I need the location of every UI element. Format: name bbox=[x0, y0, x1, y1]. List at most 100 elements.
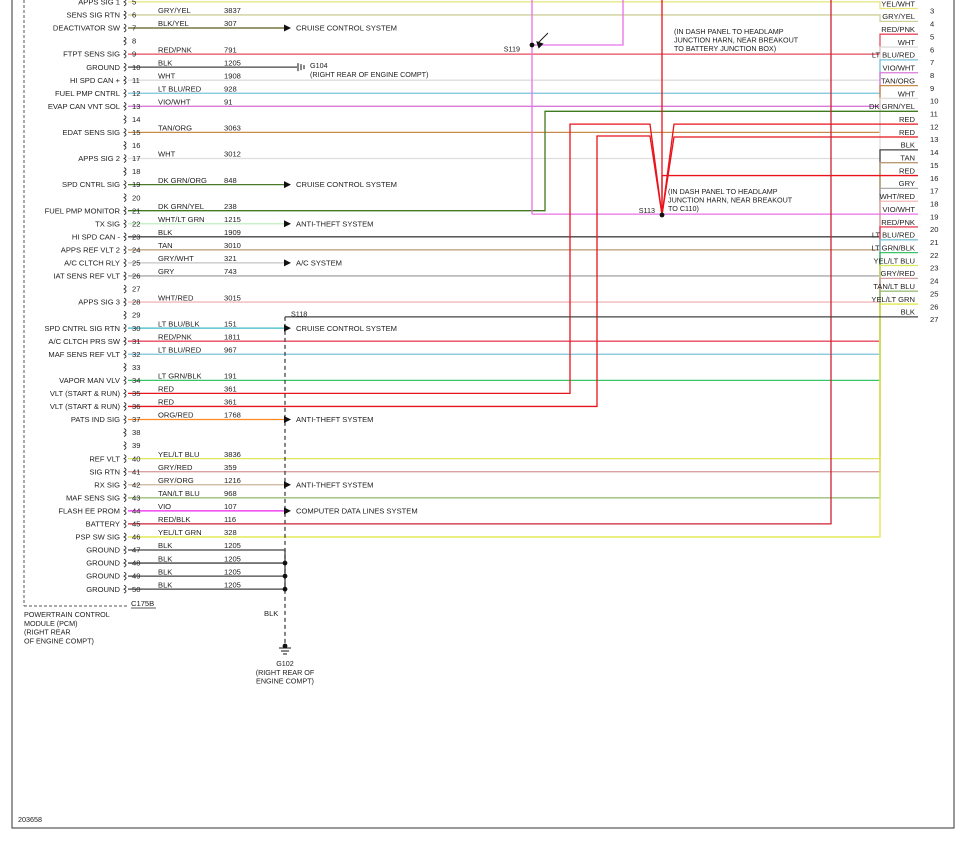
s119-note-line: (IN DASH PANEL TO HEADLAMP bbox=[674, 27, 784, 36]
circuit-number-label: 1205 bbox=[224, 58, 241, 67]
wire-color-label: BLK bbox=[158, 580, 172, 589]
connector-pin-bracket bbox=[122, 388, 127, 398]
circuit-number-label: 1205 bbox=[224, 554, 241, 563]
right-wire-color-label: WHT/RED bbox=[880, 192, 916, 201]
wire-terminal-13 bbox=[661, 136, 918, 216]
wire-color-label: LT BLU/BLK bbox=[158, 319, 200, 328]
pin-number: 35 bbox=[132, 389, 140, 398]
system-arrow-icon bbox=[284, 481, 291, 489]
pcm-name-line: POWERTRAIN CONTROL bbox=[24, 610, 110, 619]
system-arrow-icon bbox=[284, 181, 291, 189]
connector-pin-bracket bbox=[122, 310, 127, 320]
pin-number: 33 bbox=[132, 363, 140, 372]
right-terminal-number: 10 bbox=[930, 97, 938, 106]
right-terminal-number: 13 bbox=[930, 135, 938, 144]
circuit-function-label: BATTERY bbox=[86, 520, 120, 529]
connector-pin-bracket bbox=[122, 415, 127, 424]
wire-color-label: GRY bbox=[158, 267, 174, 276]
g104-label: G104 bbox=[310, 61, 328, 70]
pin-number: 11 bbox=[132, 76, 140, 85]
circuit-number-label: 1768 bbox=[224, 411, 241, 420]
circuit-function-label: HI SPD CAN + bbox=[70, 76, 121, 85]
circuit-function-label: RX SIG bbox=[94, 480, 120, 489]
ground-splice-dot bbox=[282, 560, 288, 566]
circuit-function-label: GROUND bbox=[86, 559, 120, 568]
right-terminal-number: 24 bbox=[930, 277, 938, 286]
right-terminal-number: 20 bbox=[930, 225, 938, 234]
pin-number: 15 bbox=[132, 128, 140, 137]
circuit-number-label: 91 bbox=[224, 98, 232, 107]
circuit-number-label: 1908 bbox=[224, 71, 241, 80]
s113-label: S113 bbox=[639, 206, 655, 215]
right-terminal-number: 12 bbox=[930, 122, 938, 131]
wire-color-label: RED bbox=[158, 398, 175, 407]
s119-splice-dot bbox=[529, 42, 535, 48]
pin-number: 16 bbox=[132, 141, 140, 150]
connector-pin-bracket bbox=[122, 349, 127, 359]
connector-pin-bracket bbox=[122, 193, 127, 203]
wire-color-label: LT BLU/RED bbox=[158, 84, 202, 93]
connector-pin-bracket bbox=[122, 62, 127, 72]
wire-color-label: RED/PNK bbox=[158, 332, 192, 341]
right-terminal-number: 18 bbox=[930, 199, 938, 208]
connector-pin-bracket bbox=[122, 519, 127, 529]
circuit-number-label: 191 bbox=[224, 372, 237, 381]
wire-color-label: TAN/LT BLU bbox=[158, 489, 200, 498]
s113-splice-dot bbox=[659, 212, 665, 218]
wire-color-label: WHT/LT GRN bbox=[158, 215, 205, 224]
right-wire-color-label: WHT bbox=[898, 38, 916, 47]
connector-pin-bracket bbox=[122, 154, 127, 163]
g102-dot bbox=[282, 643, 288, 649]
pin-number: 27 bbox=[132, 285, 140, 294]
circuit-number-label: 928 bbox=[224, 84, 237, 93]
right-terminal-number: 26 bbox=[930, 302, 938, 311]
circuit-function-label: EDAT SENS SIG bbox=[62, 128, 120, 137]
s119-note-line: JUNCTION HARN, NEAR BREAKOUT bbox=[674, 36, 799, 45]
connector-pin-bracket bbox=[122, 558, 127, 568]
pin-number: 47 bbox=[132, 546, 140, 555]
pin-number: 5 bbox=[132, 0, 136, 7]
pin-number: 28 bbox=[132, 298, 140, 307]
wire-terminal-12 bbox=[661, 123, 918, 216]
s119-arrow-icon bbox=[536, 41, 544, 49]
wire-color-label: WHT bbox=[158, 150, 176, 159]
connector-pin-bracket bbox=[122, 402, 127, 411]
right-terminal-number: 9 bbox=[930, 84, 934, 93]
circuit-number-label: 3063 bbox=[224, 124, 241, 133]
right-wire-color-label: BLK bbox=[901, 308, 915, 317]
wire-color-label: BLK/YEL bbox=[158, 19, 189, 28]
right-wire-color-label: RED/PNK bbox=[881, 218, 915, 227]
pin-number: 40 bbox=[132, 454, 140, 463]
system-reference-label: A/C SYSTEM bbox=[296, 259, 342, 268]
pin-number: 18 bbox=[132, 167, 140, 176]
circuit-number-label: 968 bbox=[224, 489, 237, 498]
g102-location-line: (RIGHT REAR OF bbox=[256, 668, 315, 677]
s113-note-line: TO C110) bbox=[668, 204, 699, 213]
circuit-function-label: FLASH EE PROM bbox=[58, 506, 120, 515]
system-reference-label: CRUISE CONTROL SYSTEM bbox=[296, 324, 397, 333]
right-terminal-number: 16 bbox=[930, 174, 938, 183]
ground-drop-color: BLK bbox=[264, 609, 278, 618]
system-arrow-icon bbox=[284, 24, 291, 32]
connector-pin-bracket bbox=[122, 467, 127, 477]
pin-number: 45 bbox=[132, 520, 140, 529]
connector-pin-bracket bbox=[122, 75, 127, 85]
wire-color-label: GRY/YEL bbox=[158, 6, 191, 15]
wire-pin-36 bbox=[128, 135, 663, 408]
pin-number: 34 bbox=[132, 376, 140, 385]
circuit-function-label: GROUND bbox=[86, 63, 120, 72]
pin-number: 29 bbox=[132, 311, 140, 320]
connector-pin-bracket bbox=[122, 493, 127, 503]
wire-pin-35 bbox=[128, 123, 663, 395]
wire-pin-45 bbox=[128, 0, 832, 525]
wire-color-label: RED/PNK bbox=[158, 45, 192, 54]
right-terminal-number: 22 bbox=[930, 251, 938, 260]
wire-pin-13 bbox=[128, 72, 918, 107]
right-wire-color-label: RED bbox=[899, 115, 916, 124]
wire-s119-branch bbox=[532, 0, 624, 46]
wire-color-label: YEL/WHT bbox=[158, 0, 192, 2]
s118-label: S118 bbox=[291, 309, 307, 318]
right-terminal-number: 6 bbox=[930, 45, 934, 54]
circuit-function-label: A/C CLTCH RLY bbox=[64, 259, 120, 268]
pin-number: 9 bbox=[132, 50, 136, 59]
